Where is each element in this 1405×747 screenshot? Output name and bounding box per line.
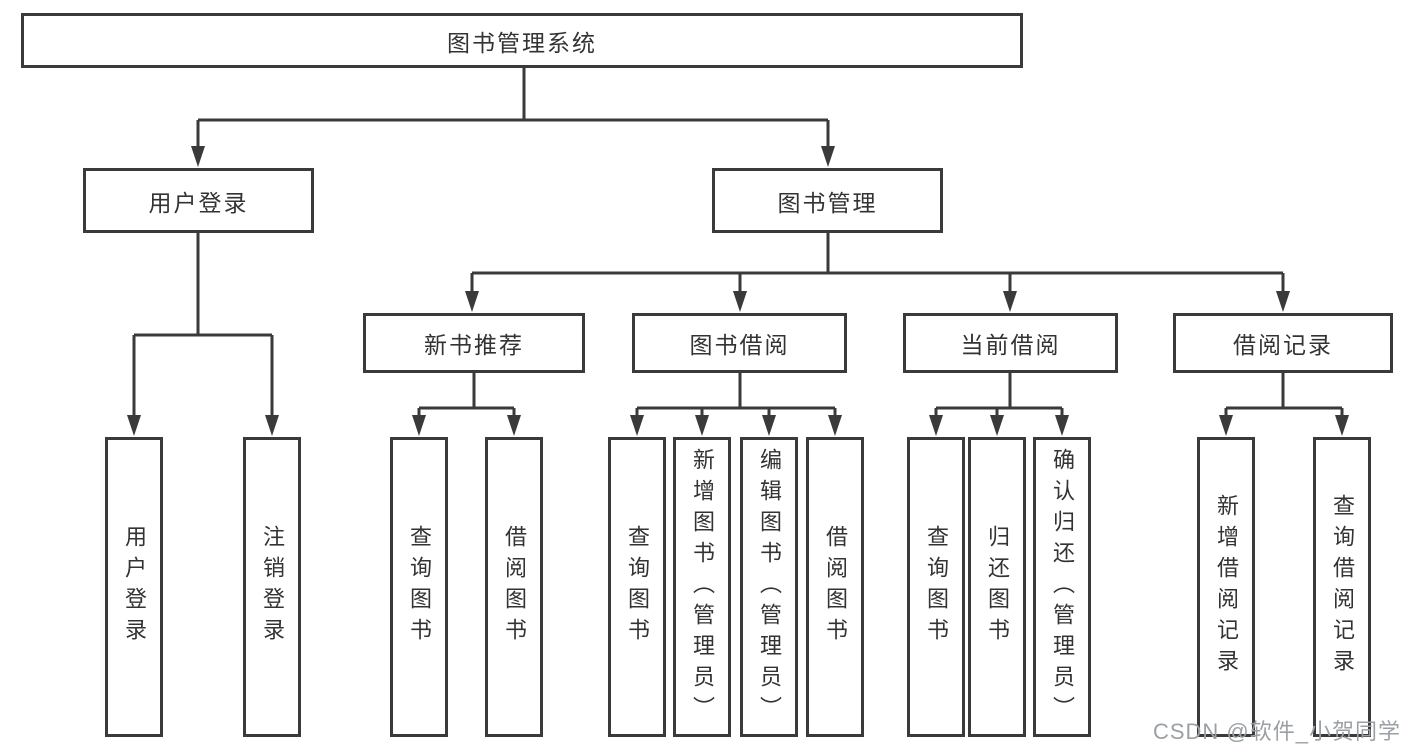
arrowheads xyxy=(127,146,1349,436)
node-book-management: 图书管理 xyxy=(712,168,943,233)
leaf-logout: 注销登录 xyxy=(243,437,301,737)
node-label: 查询借阅记录 xyxy=(1330,494,1355,680)
leaf-confirm-return-admin: 确认归还（管理员） xyxy=(1033,437,1091,737)
leaf-user-login: 用户登录 xyxy=(105,437,163,737)
node-new-book-recommendation: 新书推荐 xyxy=(363,313,585,373)
node-label: 图书管理系统 xyxy=(447,29,597,56)
leaf-return-book: 归还图书 xyxy=(968,437,1026,737)
node-book-borrowing: 图书借阅 xyxy=(632,313,847,373)
leaf-query-books-current: 查询图书 xyxy=(907,437,965,737)
node-label: 用户登录 xyxy=(148,189,249,216)
node-borrowing-records: 借阅记录 xyxy=(1173,313,1393,373)
node-label: 当前借阅 xyxy=(960,332,1061,358)
node-label: 查询图书 xyxy=(407,525,432,649)
leaf-query-books-borrowing: 查询图书 xyxy=(608,437,666,737)
node-label: 图书借阅 xyxy=(689,332,790,358)
leaf-edit-book-admin: 编辑图书（管理员） xyxy=(740,437,798,737)
leaf-borrow-books-borrowing: 借阅图书 xyxy=(806,437,864,737)
node-label: 用户登录 xyxy=(122,525,147,649)
node-label: 查询图书 xyxy=(924,525,949,649)
node-label: 借阅图书 xyxy=(502,525,527,649)
leaf-borrow-books-recommend: 借阅图书 xyxy=(485,437,543,737)
node-library-management-system: 图书管理系统 xyxy=(21,13,1023,68)
node-label: 新增借阅记录 xyxy=(1214,494,1239,680)
node-label: 新增图书（管理员） xyxy=(690,447,715,727)
node-label: 注销登录 xyxy=(260,525,285,649)
node-label: 图书管理 xyxy=(777,189,878,216)
leaf-query-books-recommend: 查询图书 xyxy=(390,437,448,737)
node-label: 借阅图书 xyxy=(823,525,848,649)
node-label: 归还图书 xyxy=(985,525,1010,649)
node-label: 确认归还（管理员） xyxy=(1050,447,1075,727)
leaf-add-borrow-record: 新增借阅记录 xyxy=(1197,437,1255,737)
node-label: 新书推荐 xyxy=(424,332,524,358)
node-label: 查询图书 xyxy=(625,525,650,649)
leaf-add-book-admin: 新增图书（管理员） xyxy=(673,437,731,737)
leaf-query-borrow-record: 查询借阅记录 xyxy=(1313,437,1371,737)
node-label: 编辑图书（管理员） xyxy=(757,447,782,727)
node-user-login: 用户登录 xyxy=(83,168,314,233)
csdn-watermark: CSDN @软件_小贺同学 xyxy=(1152,719,1401,744)
node-current-borrowing: 当前借阅 xyxy=(903,313,1118,373)
node-label: 借阅记录 xyxy=(1233,332,1333,358)
